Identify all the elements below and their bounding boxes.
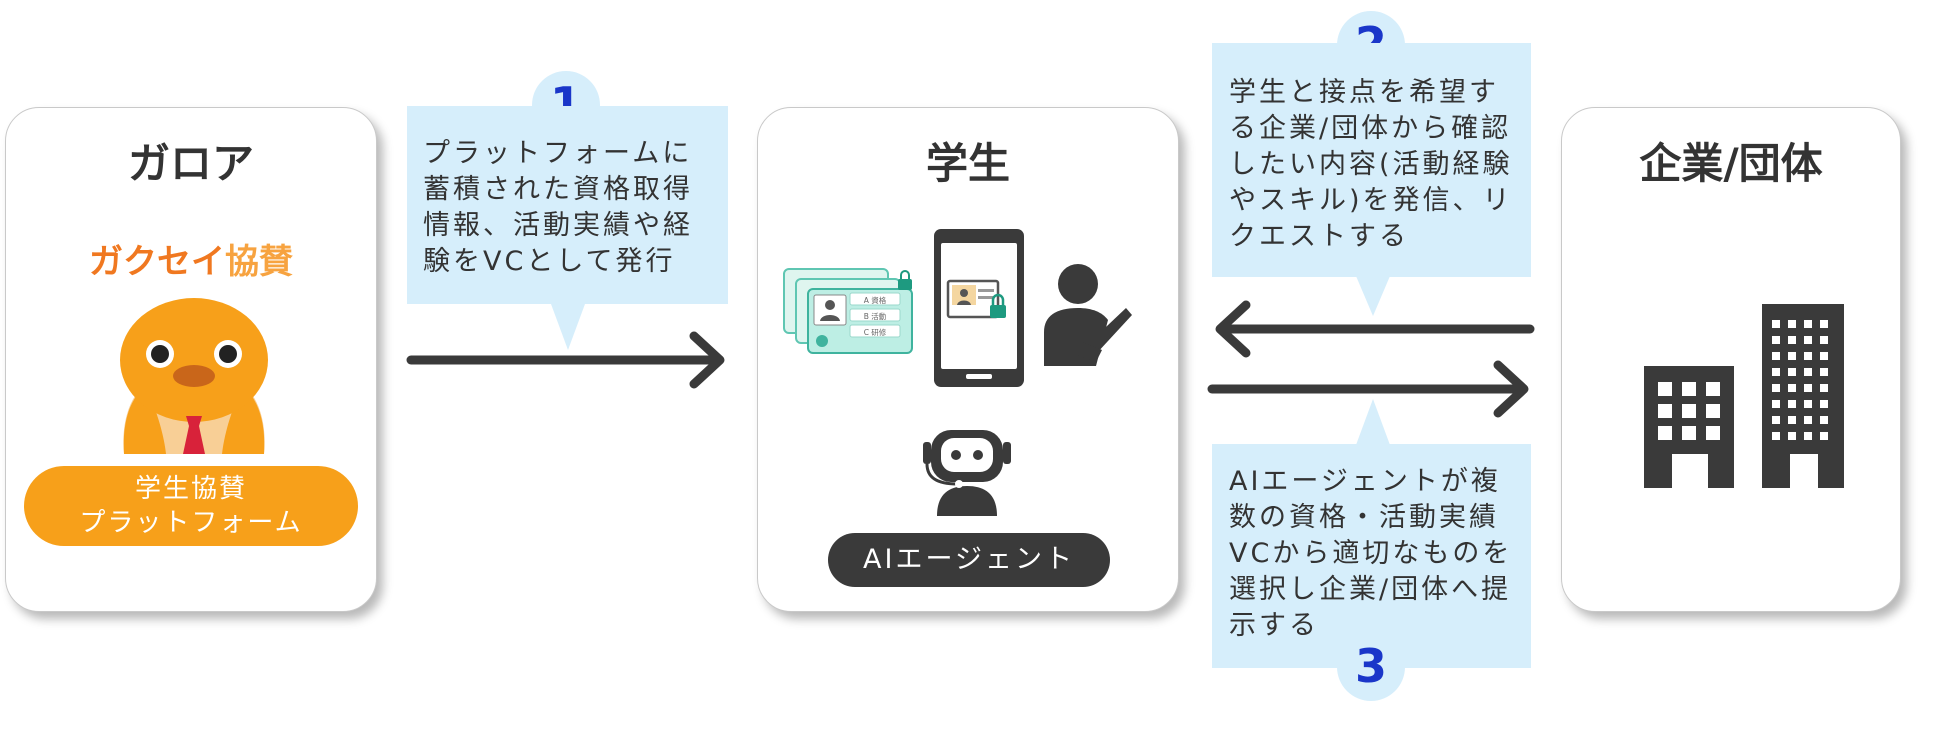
step-2-line: る企業/団体から確認 [1229, 113, 1512, 144]
step-3-line: 示する [1229, 610, 1319, 641]
brand-suffix: 協賛 [225, 242, 293, 282]
credential-cards-icon: A 資格 B 活動 C 研修 [783, 268, 913, 354]
step-3-line: 選択し企業/団体へ提 [1229, 574, 1512, 605]
step-3-line: AIエージェントが複 [1229, 466, 1501, 497]
step-3-pointer [1356, 399, 1390, 445]
student-card: 学生 A 資格 B 活動 C 研修 [757, 107, 1179, 612]
company-card: 企業/団体 [1561, 107, 1901, 612]
step-1-pointer [551, 304, 585, 350]
step-3-callout: AIエージェントが複 数の資格・活動実績 VCから適切なものを 選択し企業/団体… [1212, 444, 1531, 668]
garoa-title: ガロア [127, 139, 254, 188]
garoa-card: ガロア ガクセイ協賛 学生協賛 プラットフォーム [5, 107, 377, 612]
company-title: 企業/団体 [1639, 139, 1823, 188]
student-title: 学生 [925, 139, 1010, 188]
ai-agent-pill: AIエージェント [828, 533, 1110, 587]
platform-pill: 学生協賛 プラットフォーム [24, 466, 358, 546]
arrow-garoa-to-student [406, 331, 725, 389]
step-1-callout: プラットフォームに 蓄積された資格取得 情報、活動実績や経 験をVCとして発行 [407, 106, 728, 304]
step-2-line: 学生と接点を希望す [1229, 77, 1499, 108]
step-1-line: 蓄積された資格取得 [423, 174, 693, 205]
student-person-icon [1044, 264, 1132, 366]
cred-label-a: A 資格 [864, 295, 887, 305]
robot-icon [923, 430, 1011, 516]
step-3-line: 数の資格・活動実績 [1229, 502, 1499, 533]
cred-label-c: C 研修 [864, 327, 887, 337]
platform-label-line2: プラットフォーム [79, 508, 303, 538]
platform-label-line1: 学生協賛 [134, 474, 247, 504]
step-1-line: プラットフォームに [423, 138, 693, 169]
arrow-student-to-company [1207, 360, 1529, 418]
brand-logo: ガクセイ協賛 [6, 234, 376, 283]
step-2-callout: 学生と接点を希望す る企業/団体から確認 したい内容(活動経験 やスキル)を発信… [1212, 43, 1531, 277]
step-2-pointer [1356, 276, 1390, 316]
step-3-line: VCから適切なものを [1229, 538, 1513, 569]
brand-name: ガクセイ [89, 242, 225, 282]
step-1-line: 験をVCとして発行 [423, 246, 676, 277]
duck-mascot-icon [120, 298, 268, 454]
smartphone-icon [934, 229, 1024, 387]
step-2-line: クエストする [1229, 221, 1409, 252]
buildings-icon [1644, 304, 1844, 488]
step-1-line: 情報、活動実績や経 [423, 210, 693, 241]
step-3-number: 3 [1337, 633, 1405, 701]
step-2-line: やスキル)を発信、リ [1229, 185, 1513, 216]
arrow-company-to-student [1215, 300, 1535, 358]
step-2-line: したい内容(活動経験 [1229, 149, 1513, 180]
cred-label-b: B 活動 [864, 311, 887, 321]
